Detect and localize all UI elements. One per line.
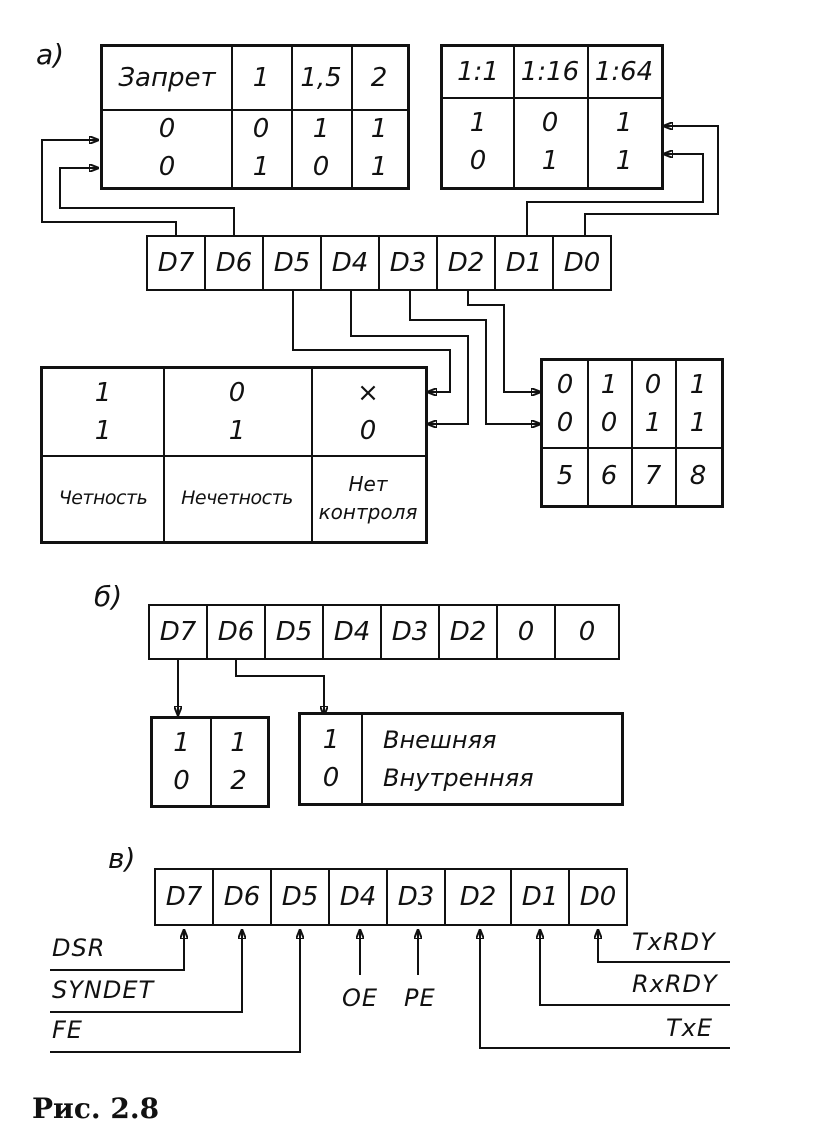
register-a-bit-d2: D2 bbox=[436, 235, 496, 291]
register-b-bit-d5: D5 bbox=[264, 604, 324, 660]
register-b-bit-d6: D6 bbox=[206, 604, 266, 660]
length-value-7: 7 bbox=[644, 461, 662, 491]
section-a-label: а) bbox=[36, 38, 65, 71]
register-v-bit-d4: D4 bbox=[328, 868, 388, 926]
parity-none-label: Нет контроля bbox=[318, 472, 418, 524]
register-v-bit-d3: D3 bbox=[386, 868, 446, 926]
register-b-bit-d1: 0 bbox=[496, 604, 556, 660]
section-v-label: в) bbox=[108, 842, 136, 875]
register-v-bit-d2: D2 bbox=[444, 868, 512, 926]
register-a-bit-d6: D6 bbox=[204, 235, 264, 291]
register-a-bit-d1: D1 bbox=[494, 235, 554, 291]
register-b-bit-d4: D4 bbox=[322, 604, 382, 660]
parity-odd-label: Нечетность bbox=[181, 487, 293, 509]
signal-pe: PE bbox=[404, 984, 436, 1012]
signal-syndet: SYNDET bbox=[52, 976, 155, 1004]
register-b-bit-d2: D2 bbox=[438, 604, 498, 660]
register-v-bit-d0: D0 bbox=[568, 868, 628, 926]
stop-header-1: 1 bbox=[252, 63, 270, 93]
register-v-bit-d6: D6 bbox=[212, 868, 272, 926]
figure-caption: Рис. 2.8 bbox=[32, 1092, 160, 1125]
register-b-bit-d7: D7 bbox=[148, 604, 208, 660]
length-value-5: 5 bbox=[556, 461, 574, 491]
register-a-bit-d5: D5 bbox=[262, 235, 322, 291]
signal-dsr: DSR bbox=[52, 934, 106, 962]
parity-even-label: Четность bbox=[58, 487, 148, 509]
register-v-bit-d7: D7 bbox=[154, 868, 214, 926]
rate-header-1-1: 1:1 bbox=[457, 57, 499, 87]
rate-header-1-16: 1:16 bbox=[520, 57, 580, 87]
rate-header-1-64: 1:64 bbox=[594, 57, 654, 87]
stop-header-disabled: Запрет bbox=[118, 63, 216, 93]
signal-txe: TxE bbox=[666, 1014, 714, 1042]
signal-oe: OE bbox=[342, 984, 379, 1012]
stop-header-2: 2 bbox=[370, 63, 388, 93]
register-a-bit-d4: D4 bbox=[320, 235, 380, 291]
register-b-bit-d3: D3 bbox=[380, 604, 440, 660]
section-b-label: б) bbox=[94, 580, 123, 613]
register-v-bit-d5: D5 bbox=[270, 868, 330, 926]
signal-txrdy: TxRDY bbox=[632, 928, 716, 956]
register-b-bit-d0: 0 bbox=[554, 604, 620, 660]
length-value-6: 6 bbox=[600, 461, 618, 491]
register-a-bit-d3: D3 bbox=[378, 235, 438, 291]
length-value-8: 8 bbox=[689, 461, 707, 491]
parity-col-2: ×0 bbox=[357, 378, 379, 446]
signal-fe: FE bbox=[52, 1016, 83, 1044]
stop-header-1-5: 1,5 bbox=[300, 63, 342, 93]
register-a-bit-d7: D7 bbox=[146, 235, 206, 291]
register-a-bit-d0: D0 bbox=[552, 235, 612, 291]
register-v-bit-d1: D1 bbox=[510, 868, 570, 926]
signal-rxrdy: RxRDY bbox=[632, 970, 718, 998]
